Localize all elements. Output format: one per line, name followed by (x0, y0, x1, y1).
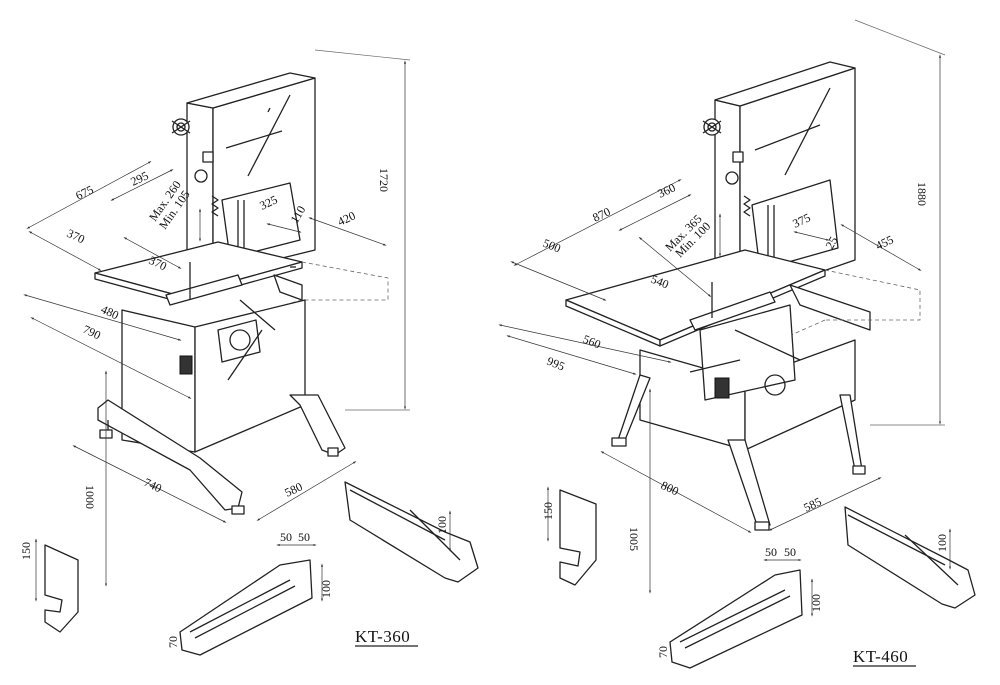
kt-460-throat-label: 360 (655, 180, 677, 200)
kt-360-rail-a-label: 50 (280, 530, 292, 544)
kt-360-accessories: 150 50 50 100 70 100 (19, 481, 479, 656)
kt-460-rail-b-label: 50 (784, 545, 796, 559)
kt-460-table-depth-label: 870 (590, 204, 612, 224)
kt-360-drawing: 1720 675 295 370 370 480 790 740 580 100… (19, 49, 479, 656)
kt-460-cabinet (639, 304, 856, 451)
kt-360-table-depth-label: 675 (73, 182, 95, 202)
kt-360-table-height-label: 1000 (83, 485, 97, 509)
kt-360-guard-height-label: 100 (435, 516, 449, 534)
kt-360-dimension-lines (23, 49, 411, 587)
kt-460-table-width-label: 500 (541, 236, 563, 256)
kt-360-rail-b-label: 50 (298, 530, 310, 544)
kt-460-table-length-label: 995 (545, 354, 567, 374)
kt-460-base-length-label: 800 (659, 478, 681, 498)
kt-360-base-width-label: 580 (282, 479, 304, 499)
kt-360-table-width-label: 370 (65, 226, 87, 246)
kt-360-bracket-height-label: 150 (19, 542, 33, 560)
kt-460-accessories: 150 50 50 100 70 100 (541, 486, 976, 669)
kt-460-slide-label: 560 (581, 332, 603, 352)
kt-460-side-label: 455 (873, 232, 895, 252)
kt-360-base-length-label: 740 (142, 475, 164, 495)
kt-460-fence-label: 540 (649, 272, 671, 292)
kt-460-rail-base-label: 70 (656, 646, 670, 658)
kt-360-side-label: 420 (335, 208, 357, 228)
kt-360-slide-label: 480 (99, 302, 121, 322)
kt-360-fence-label: 370 (147, 253, 169, 273)
kt-360-work-table (94, 241, 389, 316)
kt-460-drawing: 1880 870 360 500 540 560 995 800 585 100… (498, 19, 976, 669)
kt-360-cut-width-label: 325 (257, 192, 279, 212)
kt-360-rail-height-label: 100 (319, 580, 333, 598)
kt-360-rail-base-label: 70 (166, 636, 180, 648)
kt-460-dimension-lines (498, 19, 946, 594)
kt-460-model-label: KT-460 (853, 647, 908, 666)
kt-360-throat-label: 295 (128, 168, 150, 188)
kt-460-dimension-labels: 1880 870 360 500 540 560 995 800 585 100… (541, 180, 929, 551)
kt-360-model-label: KT-360 (355, 627, 410, 646)
kt-460-height-label: 1880 (915, 182, 929, 206)
kt-360-upper-housing (171, 72, 316, 276)
kt-360-height-label: 1720 (377, 168, 391, 192)
kt-460-rail-a-label: 50 (765, 545, 777, 559)
kt-460-bracket-height-label: 150 (541, 502, 555, 520)
kt-460-rail-height-label: 100 (809, 594, 823, 612)
kt-460-table-height-label: 1005 (627, 527, 641, 551)
kt-460-guard-height-label: 100 (935, 534, 949, 552)
kt-360-table-length-label: 790 (81, 322, 103, 342)
kt-460-cut-width-label: 375 (790, 210, 812, 230)
kt-460-upper-housing (702, 61, 856, 301)
kt-460-base-width-label: 585 (801, 494, 823, 514)
